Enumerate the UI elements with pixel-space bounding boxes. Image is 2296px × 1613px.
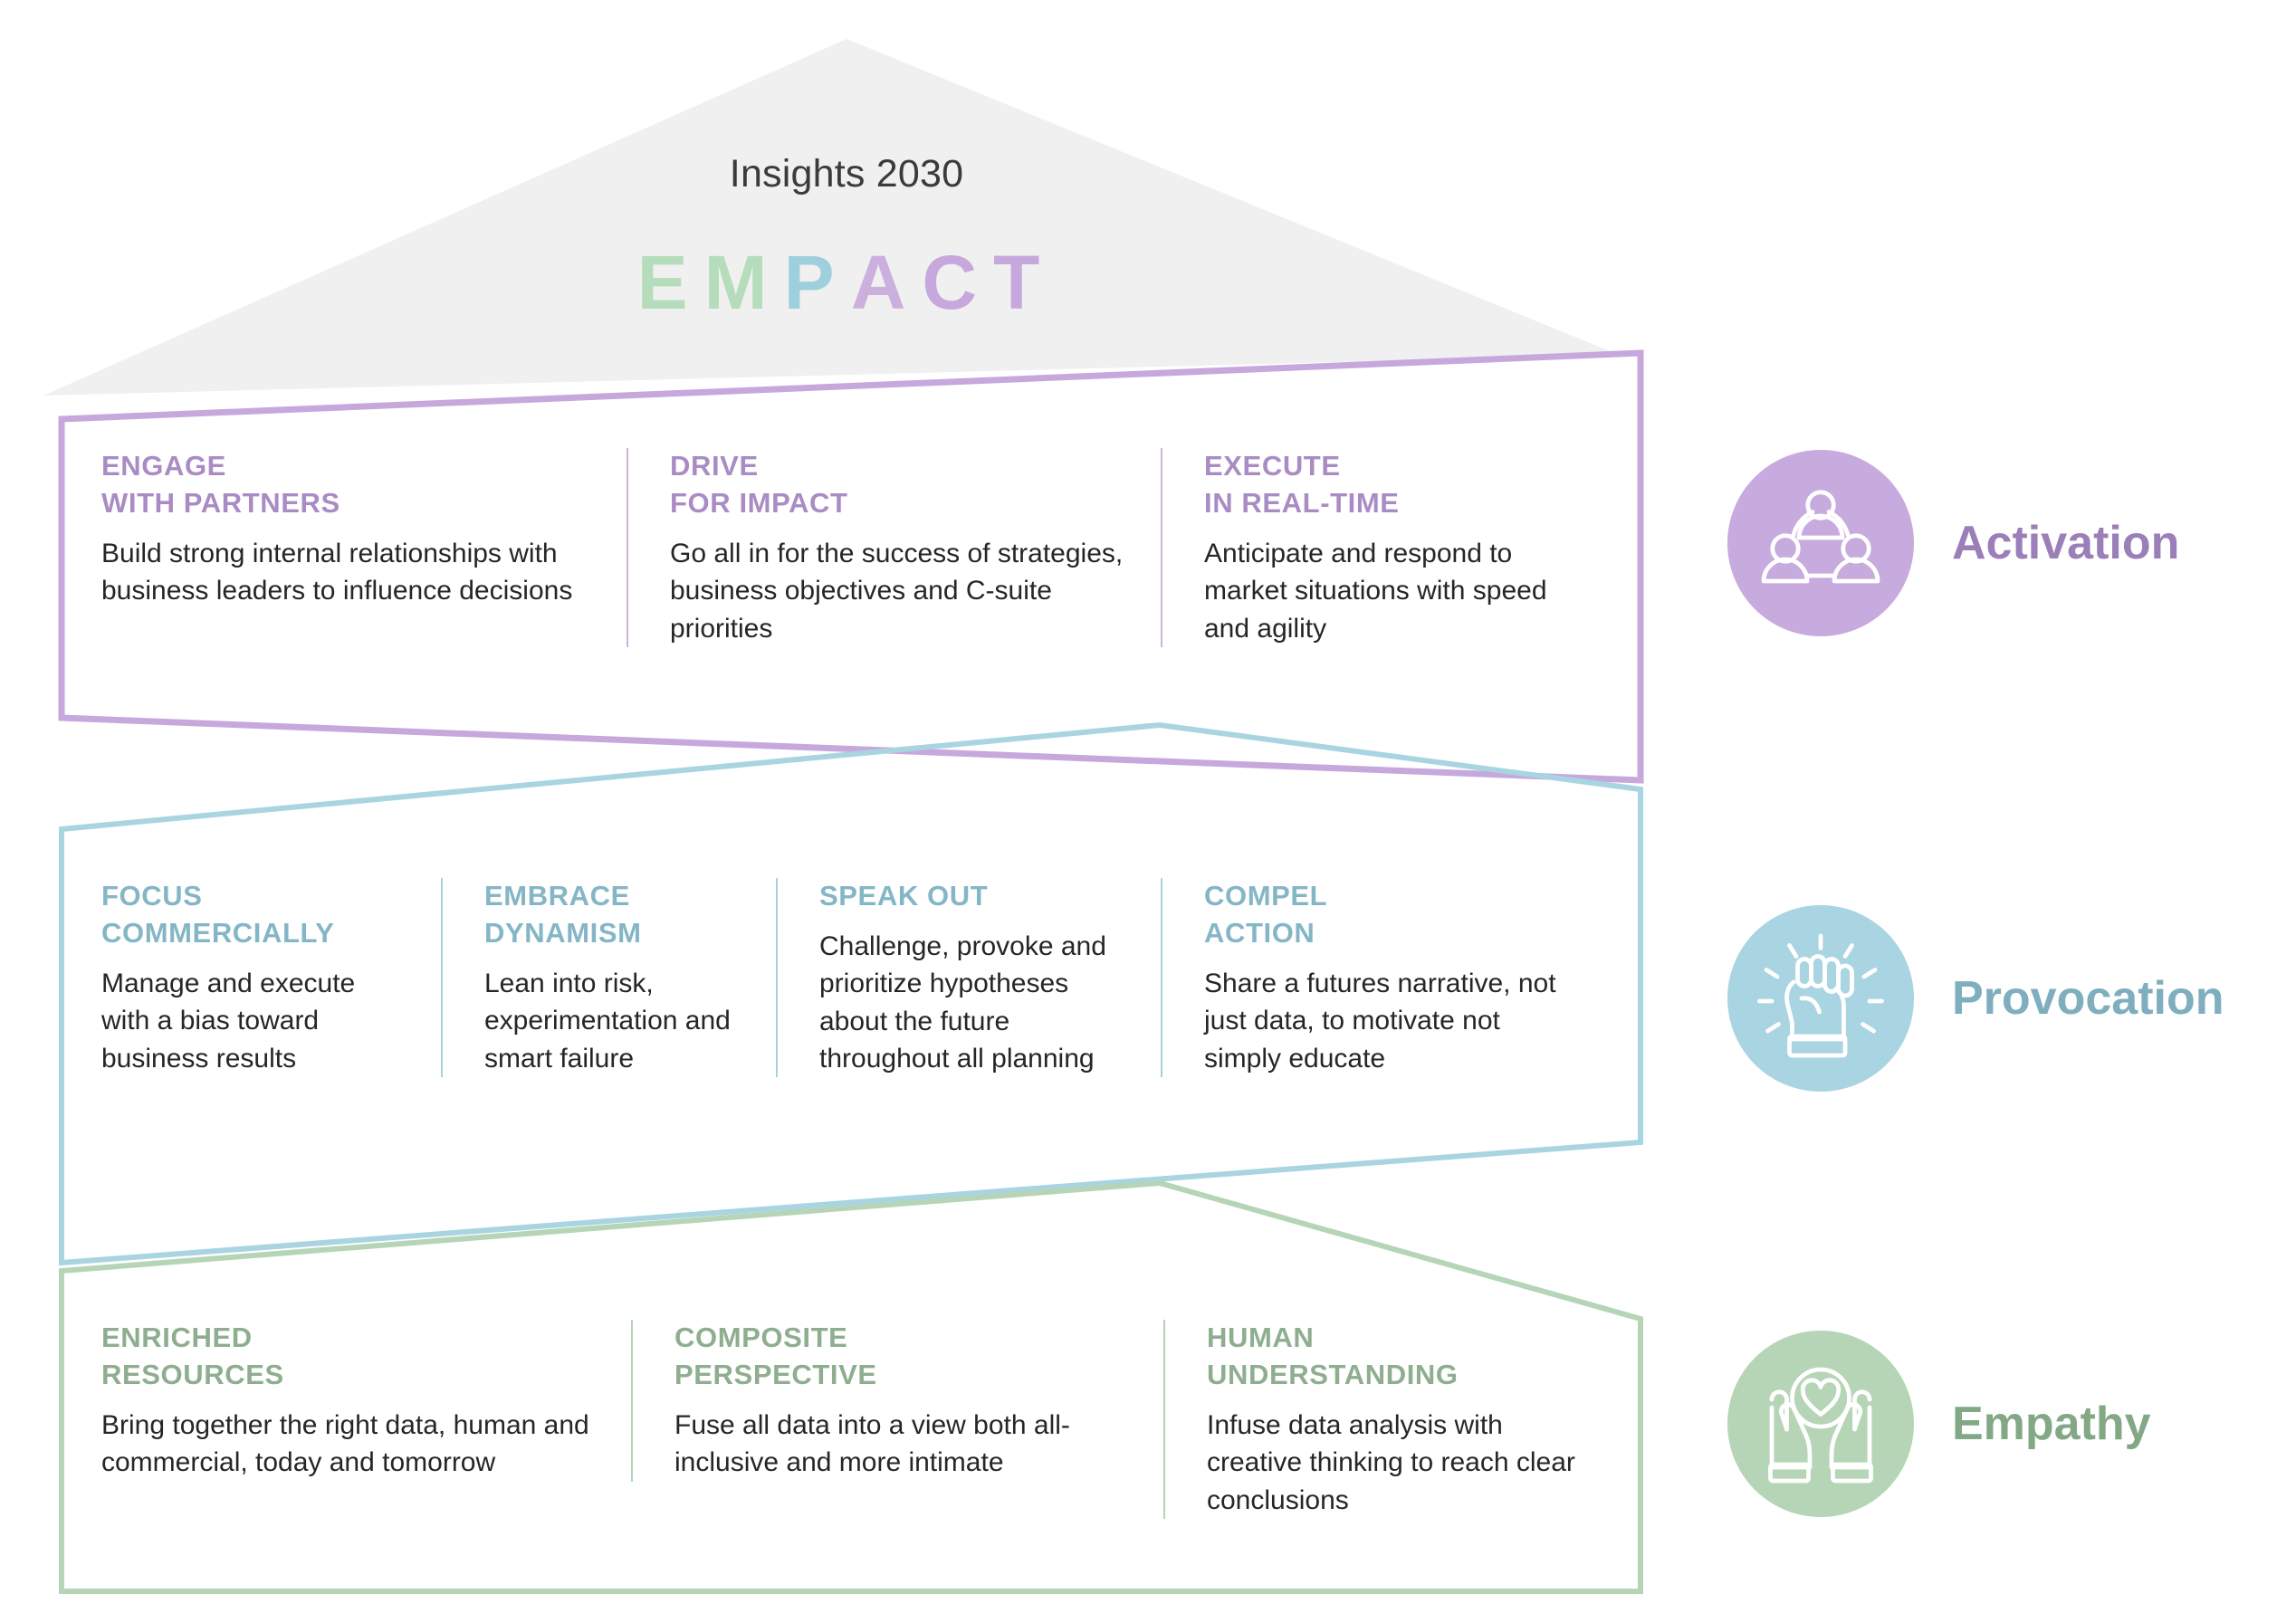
card-engage-with-partners[interactable]: ENGAGE WITH PARTNERS Build strong intern… <box>101 448 627 610</box>
card-composite-perspective[interactable]: COMPOSITE PERSPECTIVE Fuse all data into… <box>631 1320 1163 1482</box>
card-title: COMPEL ACTION <box>1204 880 1328 949</box>
card-title: COMPOSITE PERSPECTIVE <box>674 1322 877 1390</box>
legend-label: Provocation <box>1952 972 2224 1025</box>
card-speak-out[interactable]: SPEAK OUT Challenge, provoke and priorit… <box>776 878 1161 1078</box>
legend-item-provocation[interactable]: Provocation <box>1727 905 2224 1092</box>
card-execute-in-real-time[interactable]: EXECUTE IN REAL-TIME Anticipate and resp… <box>1161 448 1604 647</box>
card-title: FOCUS COMMERCIALLY <box>101 880 335 949</box>
empact-letter-c-4: C <box>922 240 994 325</box>
card-title: ENGAGE WITH PARTNERS <box>101 450 340 519</box>
card-body: Infuse data analysis with creative think… <box>1207 1409 1575 1515</box>
raised-fist-icon <box>1727 905 1914 1092</box>
card-body: Anticipate and respond to market situati… <box>1204 538 1547 644</box>
hands-heart-icon <box>1727 1331 1914 1517</box>
band-provocation: FOCUS COMMERCIALLY Manage and execute wi… <box>101 878 1631 1078</box>
empact-letter-t-5: T <box>993 240 1057 325</box>
band-activation: ENGAGE WITH PARTNERS Build strong intern… <box>101 448 1604 647</box>
card-title: ENRICHED RESOURCES <box>101 1322 284 1390</box>
empact-letter-m-1: M <box>703 240 784 325</box>
card-body: Build strong internal relationships with… <box>101 538 573 606</box>
card-focus-commercially[interactable]: FOCUS COMMERCIALLY Manage and execute wi… <box>101 878 441 1077</box>
card-human-understanding[interactable]: HUMAN UNDERSTANDING Infuse data analysis… <box>1163 1320 1616 1519</box>
band-empathy: ENRICHED RESOURCES Bring together the ri… <box>101 1320 1622 1519</box>
card-title: EMBRACE DYNAMISM <box>484 880 642 949</box>
empact-letter-e-0: E <box>636 240 704 325</box>
card-body: Go all in for the success of strategies,… <box>670 538 1124 644</box>
card-body: Share a futures narrative, not just data… <box>1204 968 1556 1074</box>
legend-label: Activation <box>1952 517 2180 569</box>
roof-shape <box>43 39 1619 396</box>
card-body: Bring together the right data, human and… <box>101 1409 589 1478</box>
empact-acronym: EMPACT <box>0 239 1693 327</box>
card-embrace-dynamism[interactable]: EMBRACE DYNAMISM Lean into risk, experim… <box>441 878 776 1077</box>
card-title: HUMAN UNDERSTANDING <box>1207 1322 1459 1390</box>
card-title: SPEAK OUT <box>819 880 989 911</box>
card-title: DRIVE FOR IMPACT <box>670 450 848 519</box>
empact-letter-a-3: A <box>850 240 923 325</box>
card-compel-action[interactable]: COMPEL ACTION Share a futures narrative,… <box>1161 878 1595 1077</box>
page-title: Insights 2030 <box>729 152 964 196</box>
legend-label: Empathy <box>1952 1398 2151 1450</box>
card-body: Fuse all data into a view both all-inclu… <box>674 1409 1070 1478</box>
card-body: Lean into risk, experimentation and smar… <box>484 968 731 1074</box>
card-drive-for-impact[interactable]: DRIVE FOR IMPACT Go all in for the succe… <box>627 448 1161 647</box>
legend-item-activation[interactable]: Activation <box>1727 450 2179 636</box>
card-body: Manage and execute with a bias toward bu… <box>101 968 356 1074</box>
people-network-icon <box>1727 450 1914 636</box>
legend-item-empathy[interactable]: Empathy <box>1727 1331 2151 1517</box>
card-title: EXECUTE IN REAL-TIME <box>1204 450 1400 519</box>
empact-letter-p-2: P <box>783 240 851 325</box>
card-enriched-resources[interactable]: ENRICHED RESOURCES Bring together the ri… <box>101 1320 631 1482</box>
card-body: Challenge, provoke and prioritize hypoth… <box>819 931 1106 1074</box>
